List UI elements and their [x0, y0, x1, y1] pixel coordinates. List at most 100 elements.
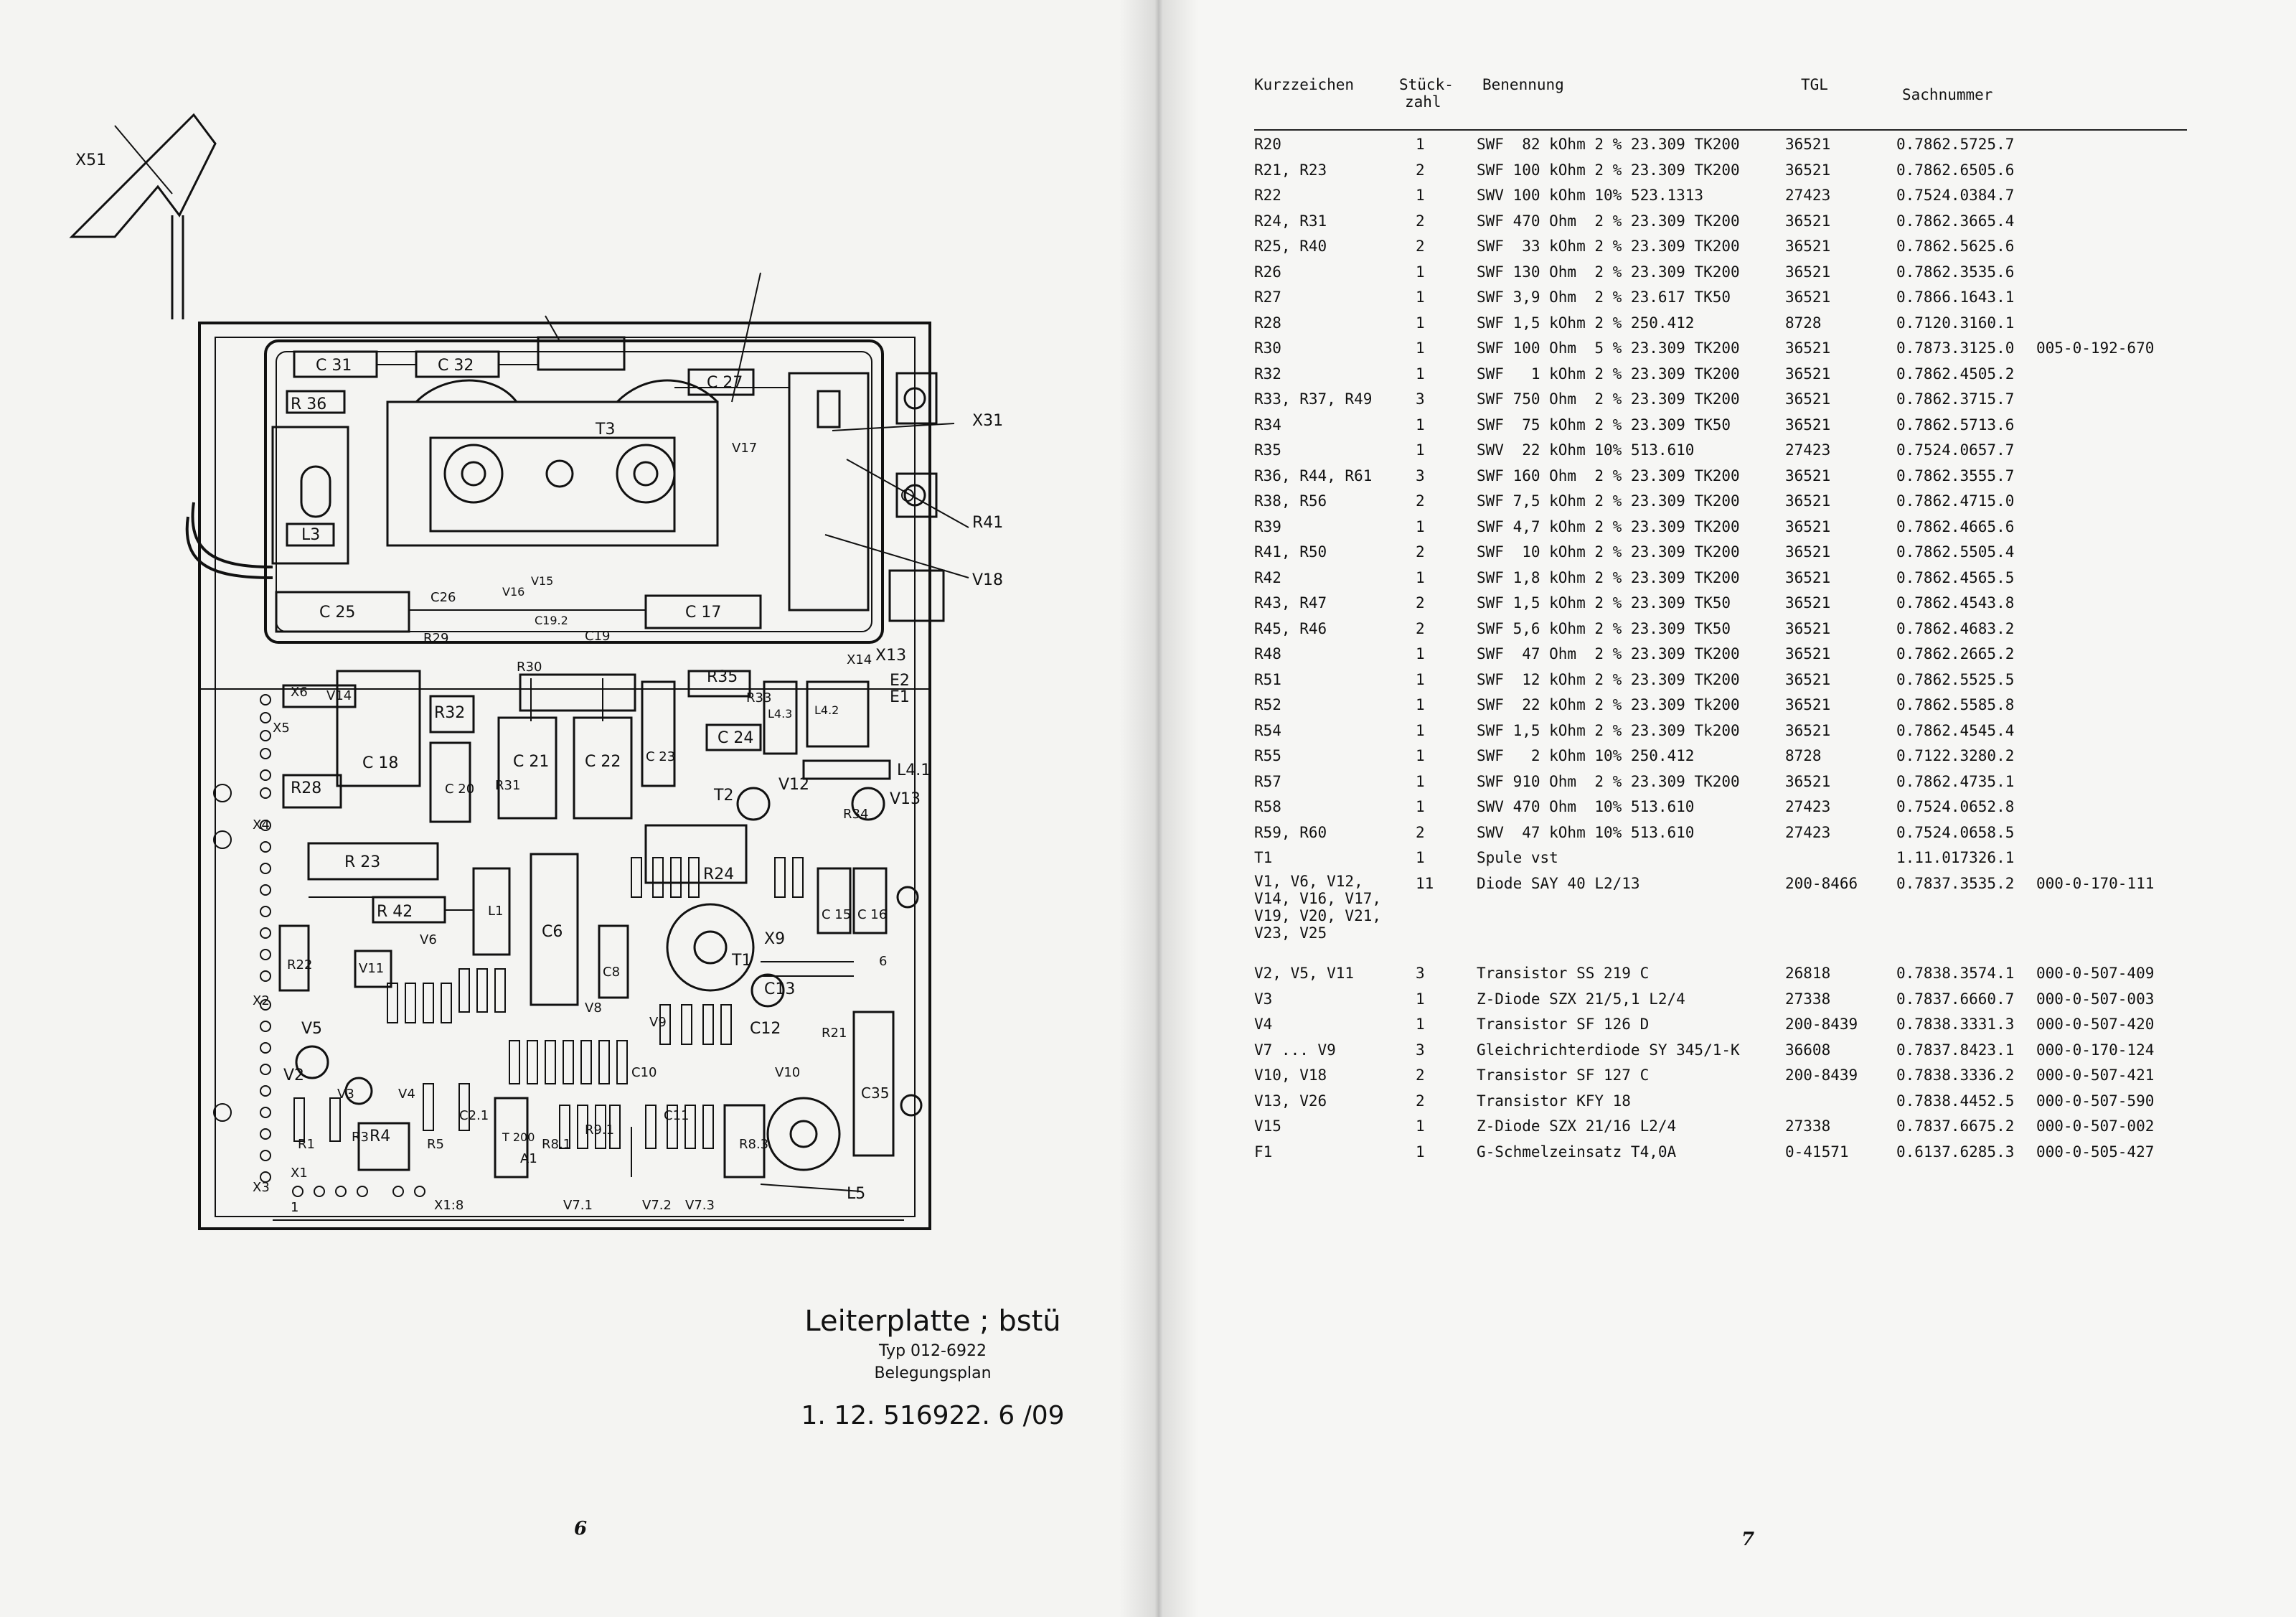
label-r34: R34 [843, 807, 868, 822]
label-t1: T1 [731, 952, 751, 970]
cell-sachnummer: 0.7524.0657.7 [1896, 441, 2015, 459]
label-r35: R35 [707, 668, 738, 686]
cell-stueckzahl: 2 [1416, 594, 1425, 611]
cell-kurzzeichen: R20 [1254, 136, 1281, 153]
cell-sachnummer: 0.7862.4545.4 [1896, 721, 2015, 739]
cell-sachnummer: 0.7838.3331.3 [1896, 1016, 2015, 1033]
cell-stueckzahl: 1 [1416, 772, 1425, 790]
cell-stueckzahl: 1 [1416, 721, 1425, 739]
cell-stueckzahl: 1 [1416, 1117, 1425, 1135]
cell-stueckzahl: 1 [1416, 365, 1425, 383]
cell-stueckzahl: 1 [1416, 696, 1425, 713]
label-v15: V15 [531, 574, 553, 588]
cell-stueckzahl: 2 [1416, 492, 1425, 510]
label-c31: C 31 [316, 357, 352, 375]
label-r36: R 36 [291, 395, 326, 413]
cell-tgl: 36521 [1785, 517, 1831, 535]
cell-sachnummer: 0.7862.3555.7 [1896, 467, 2015, 484]
label-c15: C 15 [822, 907, 851, 922]
label-r8-3: R8.3 [739, 1137, 768, 1152]
cell-tgl: 36521 [1785, 568, 1831, 586]
cell-extra-nummer: 000-0-170-124 [2036, 1041, 2155, 1059]
label-e1: E1 [890, 688, 910, 706]
cell-kurzzeichen: R34 [1254, 416, 1281, 433]
cell-sachnummer: 0.7862.4543.8 [1896, 594, 2015, 611]
cell-benennung: SWF 1,8 kOhm 2 % 23.309 TK200 [1477, 568, 1740, 586]
right-page: 7 [1159, 0, 2296, 1617]
header-stueckzahl-line1: Stück- [1399, 76, 1454, 93]
label-r33: R33 [746, 690, 771, 706]
cell-sachnummer: 0.7524.0658.5 [1896, 823, 2015, 841]
cell-stueckzahl: 1 [1416, 1016, 1425, 1033]
label-v14: V14 [326, 688, 352, 703]
caption-type: Typ 012-6922 [879, 1342, 987, 1360]
label-v11: V11 [359, 961, 384, 976]
cell-stueckzahl: 3 [1416, 467, 1425, 484]
cell-extra-nummer: 000-0-507-421 [2036, 1067, 2155, 1084]
cell-benennung: SWF 3,9 Ohm 2 % 23.617 TK50 [1477, 289, 1731, 306]
label-l3: L3 [301, 526, 320, 544]
label-r42: R 42 [377, 903, 413, 921]
cell-stueckzahl: 1 [1416, 517, 1425, 535]
label-c2-1: C2.1 [459, 1108, 489, 1123]
label-e2: E2 [890, 672, 910, 690]
cell-kurzzeichen: R35 [1254, 441, 1281, 459]
header-sachnummer: Sachnummer [1902, 86, 1993, 103]
cell-benennung: SWF 1 kOhm 2 % 23.309 TK200 [1477, 365, 1740, 383]
page-number-left: 6 [574, 1518, 588, 1539]
cell-extra-nummer: 000-0-507-420 [2036, 1016, 2155, 1033]
cell-tgl: 36521 [1785, 645, 1831, 662]
cell-extra-nummer: 000-0-507-409 [2036, 965, 2155, 982]
cell-sachnummer: 0.7837.6675.2 [1896, 1117, 2015, 1135]
cell-stueckzahl: 1 [1416, 670, 1425, 688]
label-t3: T3 [595, 421, 615, 439]
label-a1: A1 [520, 1151, 537, 1166]
label-c19-2: C19.2 [535, 614, 568, 627]
cell-tgl: 200-8439 [1785, 1067, 1858, 1084]
cell-tgl: 0-41571 [1785, 1143, 1849, 1161]
cell-tgl: 36521 [1785, 670, 1831, 688]
cell-extra-nummer: 000-0-507-002 [2036, 1117, 2155, 1135]
cell-stueckzahl: 2 [1416, 212, 1425, 230]
label-x1-8: X1:8 [434, 1198, 464, 1213]
cell-stueckzahl: 1 [1416, 187, 1425, 204]
cell-sachnummer: 0.7862.6505.6 [1896, 161, 2015, 179]
cell-sachnummer: 0.6137.6285.3 [1896, 1143, 2015, 1161]
label-c11: C11 [664, 1108, 689, 1123]
label-v17: V17 [732, 441, 757, 456]
label-r32: R32 [434, 704, 465, 722]
header-kurzzeichen: Kurzzeichen [1254, 76, 1355, 93]
label-r21: R21 [822, 1026, 847, 1041]
cell-benennung: SWF 1,5 kOhm 2 % 23.309 TK50 [1477, 594, 1731, 611]
label-c8: C8 [603, 965, 620, 980]
cell-sachnummer: 0.7862.4735.1 [1896, 772, 2015, 790]
cell-benennung: SWF 910 Ohm 2 % 23.309 TK200 [1477, 772, 1740, 790]
cell-tgl: 36521 [1785, 721, 1831, 739]
cell-tgl: 36521 [1785, 212, 1831, 230]
label-c12: C12 [750, 1020, 781, 1038]
cell-tgl: 36521 [1785, 492, 1831, 510]
cell-tgl: 36521 [1785, 339, 1831, 357]
cell-stueckzahl: 2 [1416, 823, 1425, 841]
cell-sachnummer: 1.11.017326.1 [1896, 849, 2015, 866]
cell-benennung: Transistor SS 219 C [1477, 965, 1650, 982]
cell-tgl: 36521 [1785, 772, 1831, 790]
label-v12: V12 [778, 776, 809, 794]
cell-stueckzahl: 1 [1416, 1143, 1425, 1161]
cell-kurzzeichen: V1, V6, V12, V14, V16, V17, V19, V20, V2… [1254, 872, 1382, 942]
cell-tgl: 27423 [1785, 441, 1831, 459]
cell-tgl: 8728 [1785, 747, 1822, 764]
cell-sachnummer: 0.7524.0652.8 [1896, 798, 2015, 815]
cell-sachnummer: 0.7862.4683.2 [1896, 619, 2015, 637]
label-r3: R3 [352, 1130, 369, 1145]
cell-benennung: SWV 100 kOhm 10% 523.1313 [1477, 187, 1704, 204]
cell-benennung: SWV 22 kOhm 10% 513.610 [1477, 441, 1695, 459]
cell-kurzzeichen: R21, R23 [1254, 161, 1327, 179]
label-c21: C 21 [513, 753, 549, 771]
cell-kurzzeichen: R57 [1254, 772, 1281, 790]
label-r41: R41 [972, 514, 1003, 532]
cell-extra-nummer: 000-0-170-111 [2036, 874, 2155, 892]
cell-tgl: 36521 [1785, 390, 1831, 408]
label-v6: V6 [420, 932, 437, 947]
cell-tgl: 36521 [1785, 238, 1831, 255]
